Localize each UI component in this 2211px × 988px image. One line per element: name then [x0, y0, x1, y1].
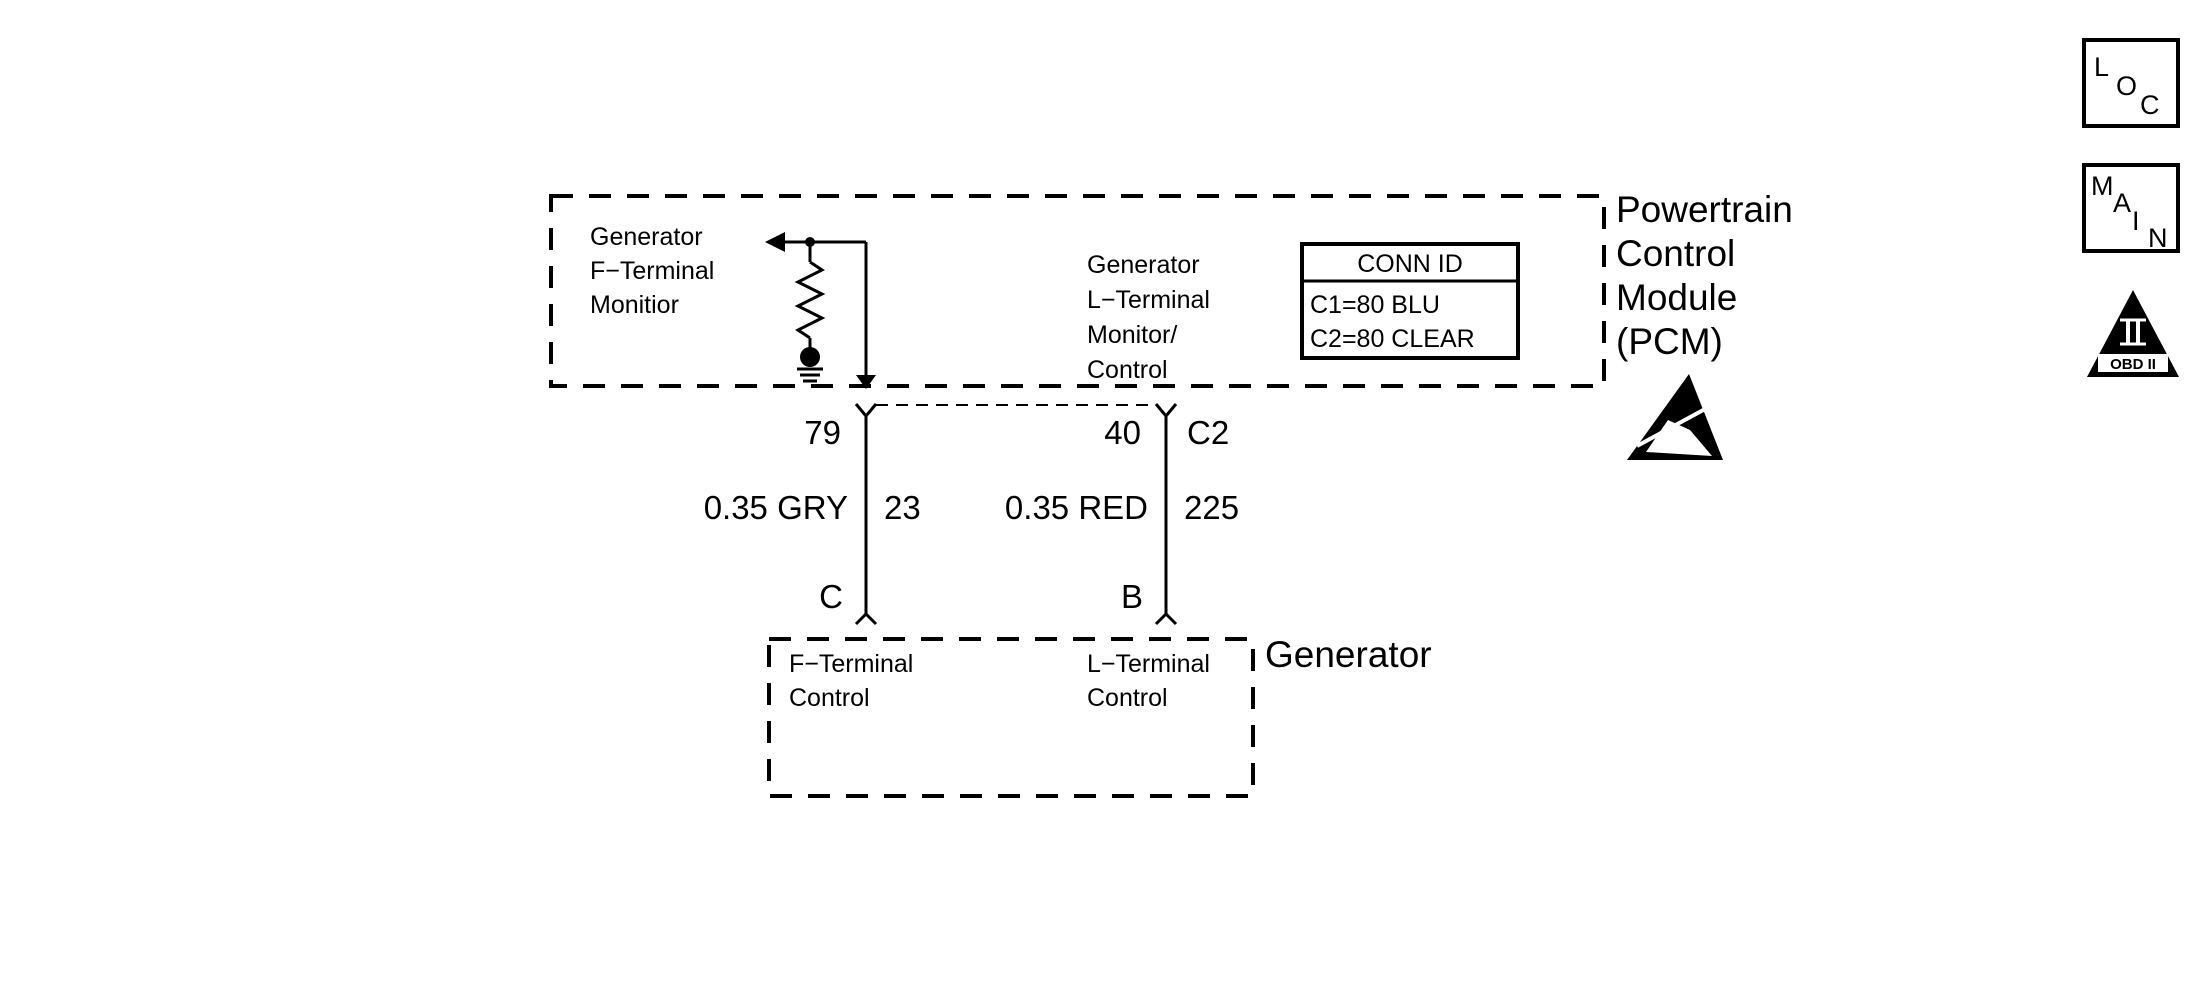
pcm-outline	[549, 194, 1606, 388]
esd-hand	[1646, 420, 1712, 456]
f-terminal-control-label: F−Terminal Control	[789, 650, 920, 712]
loc-letter: O	[2116, 71, 2137, 101]
ground-ball	[800, 347, 820, 367]
loc-icon-frame	[2082, 38, 2180, 128]
generator-pin-label: B	[1121, 578, 1143, 615]
generator-pin-label: C	[819, 578, 843, 615]
generator-terminal-icon	[1154, 611, 1178, 626]
conn-id-outline	[1300, 242, 1520, 360]
obd-ii-icon[interactable]: II OBD II	[2087, 290, 2179, 377]
esd-slash	[1636, 400, 1719, 448]
f-monitor-line: F−Terminal	[590, 257, 714, 285]
arrow-down-icon	[856, 375, 876, 389]
pcm-label-line: Module	[1616, 277, 1737, 318]
pcm-label-line: Control	[1616, 233, 1735, 274]
main-icon[interactable]: M A I N	[2082, 163, 2180, 253]
generator-component: Generator F−Terminal Control L−Terminal …	[767, 634, 1432, 798]
conn-id-row: C1=80 BLU	[1310, 291, 1440, 319]
main-letter: I	[2132, 206, 2140, 236]
l-monitor-line: Monitor/	[1087, 321, 1177, 349]
f-control-line: Control	[789, 684, 870, 712]
generator-terminal-icon	[854, 611, 878, 626]
f-monitor-line: Monitior	[590, 291, 679, 319]
l-control-line: Control	[1087, 684, 1168, 712]
loc-icon[interactable]: L O C	[2082, 38, 2180, 128]
l-control-line: L−Terminal	[1087, 650, 1210, 678]
conn-id-box: CONN ID C1=80 BLU C2=80 CLEAR	[1300, 242, 1520, 360]
l-monitor-line: L−Terminal	[1087, 286, 1210, 314]
esd-sensitive-icon	[1627, 374, 1723, 460]
conn-id-row: C2=80 CLEAR	[1310, 325, 1475, 353]
f-control-line: F−Terminal	[789, 650, 913, 678]
wire-color-label: 0.35 RED	[1005, 489, 1148, 526]
main-letter: A	[2113, 188, 2131, 218]
f-monitor-circuit	[765, 232, 876, 389]
generator-outline	[767, 637, 1255, 798]
f-terminal-monitor-label: Generator F−Terminal Monitior	[590, 223, 721, 319]
wire-circuit-number: 225	[1184, 489, 1239, 526]
pcm-pin-number: 40	[1104, 414, 1141, 451]
wire-red	[1154, 403, 1178, 626]
main-icon-frame	[2082, 163, 2180, 253]
generator-label: Generator	[1265, 634, 1432, 675]
l-monitor-line: Control	[1087, 356, 1168, 384]
loc-letter: C	[2140, 90, 2160, 120]
pcm-label-line: Powertrain	[1616, 189, 1793, 230]
obd-label: OBD II	[2110, 356, 2156, 373]
pcm-label-line: (PCM)	[1616, 321, 1723, 362]
pcm-label: Powertrain Control Module (PCM)	[1616, 189, 1803, 362]
arrow-left-icon	[765, 232, 785, 252]
f-monitor-line: Generator	[590, 223, 703, 251]
pcm-component: Powertrain Control Module (PCM) Generato…	[549, 189, 1803, 389]
main-letter: N	[2148, 223, 2168, 253]
main-letter: M	[2091, 171, 2114, 201]
wire-gry	[854, 403, 878, 626]
conn-id-title: CONN ID	[1357, 250, 1463, 278]
pcm-terminal-icon	[854, 403, 878, 419]
l-terminal-monitor-label: Generator L−Terminal Monitor/ Control	[1087, 251, 1217, 384]
resistor-icon	[794, 260, 826, 340]
wire-circuit-number: 23	[884, 489, 921, 526]
pcm-pin-number: 79	[804, 414, 841, 451]
wire-color-label: 0.35 GRY	[704, 489, 848, 526]
pcm-terminal-icon	[1154, 403, 1178, 419]
obd-label-band	[2098, 354, 2168, 372]
pcm-connector-label: C2	[1187, 414, 1229, 451]
loc-letter: L	[2094, 52, 2109, 82]
l-monitor-line: Generator	[1087, 251, 1200, 279]
l-terminal-control-label: L−Terminal Control	[1087, 650, 1217, 712]
